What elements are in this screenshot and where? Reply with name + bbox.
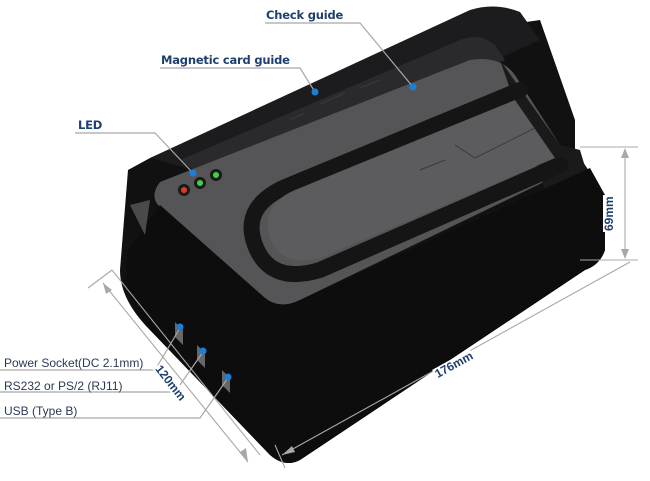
check-guide-dot bbox=[409, 83, 417, 91]
power-socket-dot bbox=[176, 323, 184, 331]
rs232-dot bbox=[199, 347, 207, 355]
card-swipe-track bbox=[243, 82, 568, 283]
port-label-power-socket: Power Socket(DC 2.1mm) bbox=[4, 356, 144, 370]
magnetic-card-guide-dot bbox=[311, 88, 319, 96]
port-label-rs232: RS232 or PS/2 (RJ11) bbox=[4, 379, 123, 393]
callout-magnetic-card-guide: Magnetic card guide bbox=[161, 53, 290, 67]
dimension-height: 69mm bbox=[602, 195, 616, 232]
callout-led: LED bbox=[78, 118, 103, 132]
led-dot bbox=[189, 169, 197, 177]
callout-check-guide: Check guide bbox=[266, 8, 344, 22]
port-label-usb: USB (Type B) bbox=[4, 404, 78, 418]
usb-dot bbox=[224, 373, 232, 381]
